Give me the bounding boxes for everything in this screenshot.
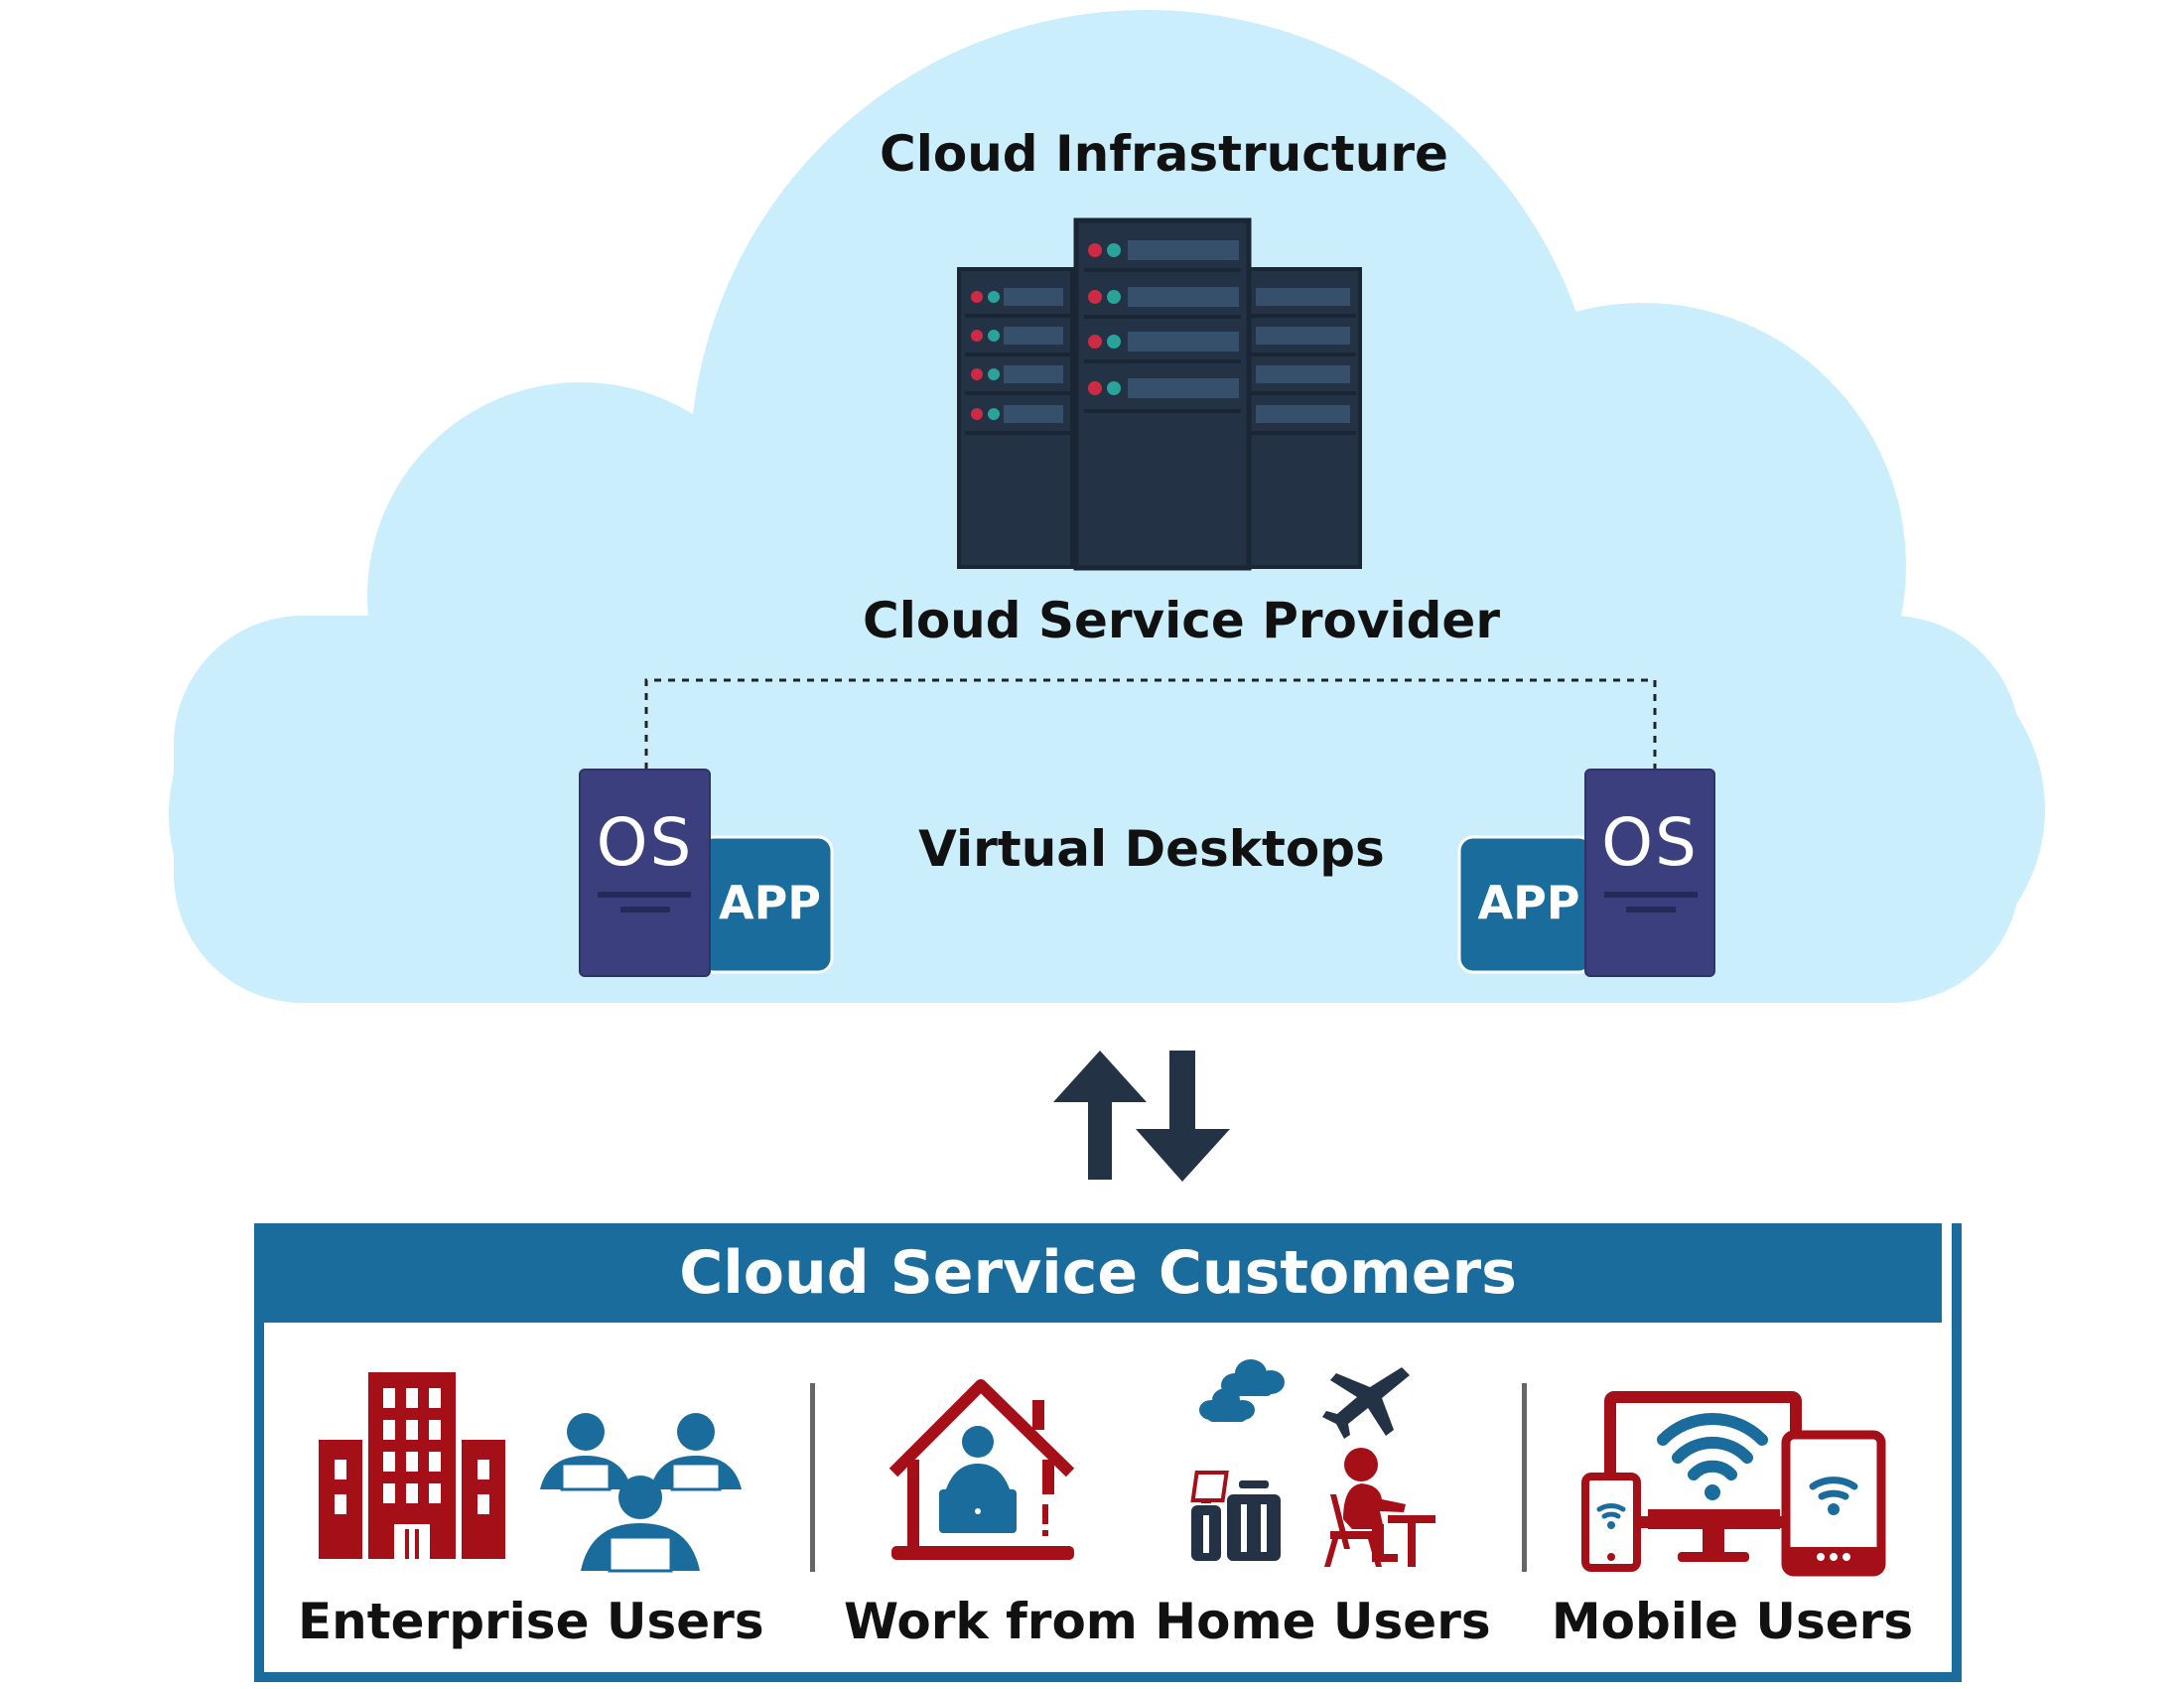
os-label-right: OS [1601,804,1699,881]
app-label-left: APP [718,876,822,929]
divider [1522,1383,1527,1572]
mobile-users-label: Mobile Users [1551,1593,1914,1650]
divider [810,1383,815,1572]
enterprise-users-label: Enterprise Users [298,1593,764,1650]
os-label-left: OS [596,804,694,881]
cloud-infrastructure-title: Cloud Infrastructure [880,125,1448,183]
os-box-right [1584,769,1715,977]
virtual-desktops-label: Virtual Desktops [918,820,1385,878]
os-box-left [579,769,711,977]
customers-panel [254,1223,1962,1682]
cloud-service-provider-label: Cloud Service Provider [863,592,1500,649]
airplane-icon [1322,1367,1410,1439]
work-from-home-users-label: Work from Home Users [844,1593,1491,1650]
app-label-right: APP [1477,876,1580,929]
customers-title: Cloud Service Customers [254,1223,1942,1323]
